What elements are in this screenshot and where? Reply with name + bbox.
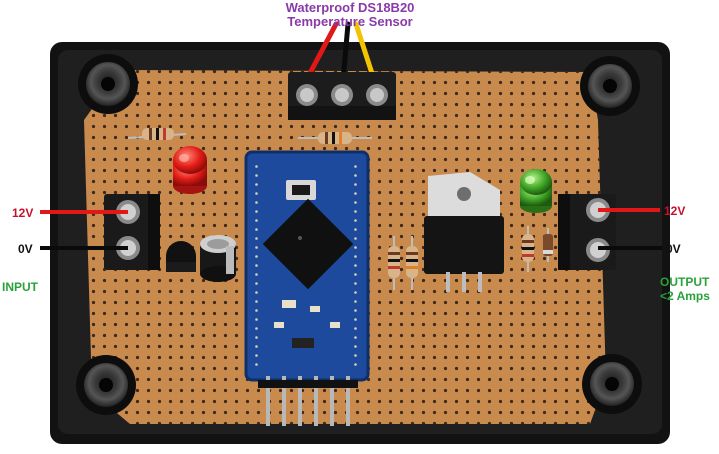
output-label-line1: OUTPUT — [660, 275, 710, 289]
mounting-boss-bottom-left — [76, 355, 136, 415]
resistor-top-center — [298, 132, 372, 144]
mounting-boss-top-right — [580, 56, 640, 116]
voltage-regulator — [424, 172, 504, 292]
input-0v-label: 0V — [18, 242, 33, 256]
arduino-pro-mini — [244, 150, 370, 382]
output-label: OUTPUT <2 Amps — [660, 275, 710, 303]
transistor — [166, 241, 196, 272]
input-terminal-block — [104, 194, 160, 270]
red-led — [173, 146, 207, 194]
input-label: INPUT — [2, 280, 38, 294]
output-0v-label: 0V — [666, 242, 681, 256]
resistor-center-2 — [406, 236, 418, 290]
sensor-label-line1: Waterproof DS18B20 — [285, 0, 415, 15]
input-12v-label: 12V — [12, 206, 34, 220]
diode-right — [543, 228, 553, 262]
sensor-label-line2: Temperature Sensor — [287, 14, 413, 29]
mounting-boss-bottom-right — [582, 354, 642, 414]
sensor-label: Waterproof DS18B20 Temperature Sensor — [270, 1, 430, 29]
resistor-center-1 — [388, 236, 400, 290]
header-pins — [258, 376, 358, 426]
green-led — [520, 169, 552, 213]
output-label-line2: <2 Amps — [660, 289, 710, 303]
output-terminal-block — [558, 194, 616, 270]
label-wires — [40, 208, 662, 250]
sensor-terminal-block — [288, 72, 396, 120]
electrolytic-capacitor — [200, 235, 236, 282]
resistor-right — [522, 226, 534, 272]
resistor-top-left — [127, 128, 187, 140]
output-12v-label: 12V — [664, 204, 686, 218]
mounting-boss-top-left — [78, 54, 138, 114]
